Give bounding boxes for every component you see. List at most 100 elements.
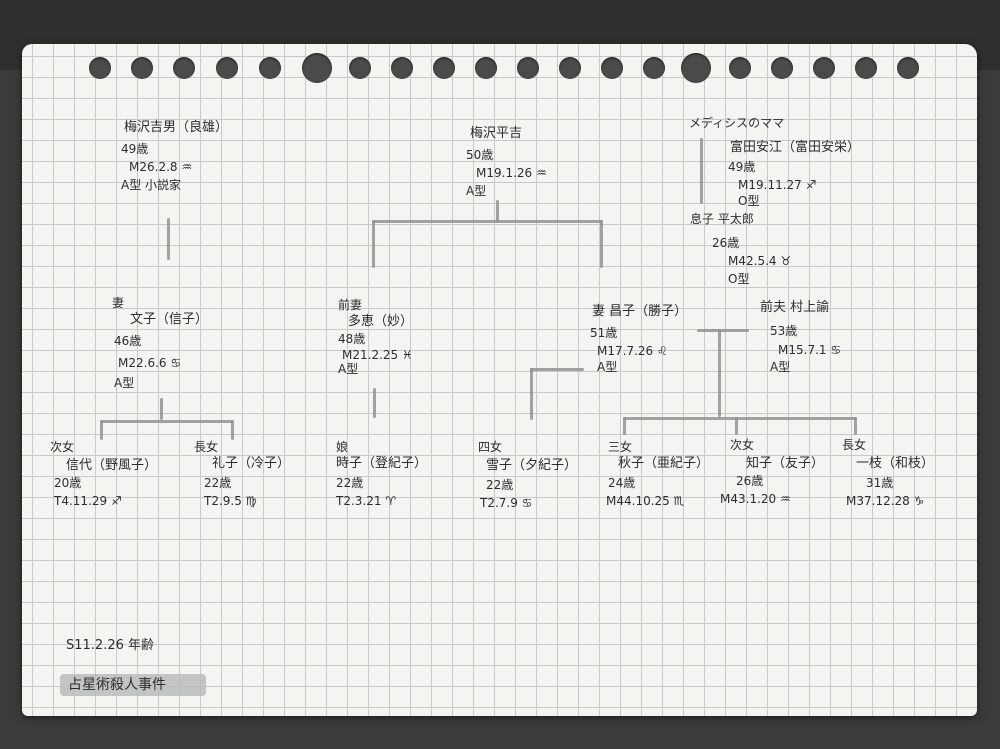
binder-hole — [433, 57, 455, 79]
binder-hole — [259, 57, 281, 79]
fumiko-name: 文子（信子） — [130, 312, 209, 327]
line-to-masako — [600, 220, 603, 268]
line-heikichi-spouses — [372, 220, 603, 223]
tae-label: 前妻 — [338, 298, 363, 312]
binder-hole — [559, 57, 581, 79]
child-birth: T2.3.21 ♈ — [336, 494, 397, 508]
binder-hole — [813, 57, 835, 79]
yoshio-birth: M26.2.8 ♒ — [129, 160, 193, 174]
child-label: 娘 — [336, 440, 349, 454]
binder-hole — [643, 57, 665, 79]
child-age: 24歳 — [608, 476, 636, 490]
tae-birth: M21.2.25 ♓ — [342, 348, 413, 362]
binder-hole — [517, 57, 539, 79]
binder-hole — [855, 57, 877, 79]
child-age: 20歳 — [54, 476, 82, 490]
mistress-name: 富田安江（富田安栄） — [730, 140, 861, 155]
mistress-label: メディシスのママ — [689, 116, 785, 130]
grid-paper-sheet — [22, 44, 977, 716]
tae-name: 多恵（妙） — [348, 314, 414, 329]
child-name: 信代（野風子） — [66, 458, 158, 473]
child-name: 時子（登紀子） — [336, 456, 428, 471]
tae-age: 48歳 — [338, 332, 366, 346]
binder-hole — [349, 57, 371, 79]
child-age: 31歳 — [866, 476, 894, 490]
binder-hole — [131, 57, 153, 79]
title-highlight — [60, 674, 206, 696]
line-to-nobuyo — [100, 420, 103, 440]
masako-label: 妻 昌子（勝子） — [592, 304, 688, 319]
line-yoshio-to-fumiko — [167, 218, 170, 260]
line-to-kazue — [854, 417, 857, 435]
tae-blood: A型 — [338, 362, 359, 376]
murakami-blood: A型 — [770, 360, 791, 374]
line-mistress-to-heitaro — [700, 138, 703, 204]
binder-hole — [89, 57, 111, 79]
heikichi-blood: A型 — [466, 184, 487, 198]
binder-hole — [771, 57, 793, 79]
binder-hole — [729, 57, 751, 79]
child-birth: T2.7.9 ♋ — [480, 496, 533, 510]
fumiko-label: 妻 — [112, 296, 125, 310]
heitaro-birth: M42.5.4 ♉ — [728, 254, 792, 268]
line-fumiko-children-bar — [100, 420, 233, 423]
child-label: 長女 — [194, 440, 219, 454]
murakami-age: 53歳 — [770, 324, 798, 338]
masako-birth: M17.7.26 ♌ — [597, 344, 668, 358]
fumiko-birth: M22.6.6 ♋ — [118, 356, 182, 370]
child-age: 22歳 — [204, 476, 232, 490]
fumiko-blood: A型 — [114, 376, 135, 390]
binder-hole — [391, 57, 413, 79]
binder-hole — [475, 57, 497, 79]
child-birth: T2.9.5 ♍ — [204, 494, 257, 508]
heitaro-age: 26歳 — [712, 236, 740, 250]
fumiko-age: 46歳 — [114, 334, 142, 348]
line-to-tomoko — [735, 417, 738, 435]
page-title: 占星術殺人事件 — [68, 677, 166, 693]
child-name: 礼子（冷子） — [212, 456, 291, 471]
heikichi-age: 50歳 — [466, 148, 494, 162]
line-fumiko-children — [160, 398, 163, 420]
child-name: 雪子（夕紀子） — [486, 458, 578, 473]
child-age: 22歳 — [336, 476, 364, 490]
line-masako-yukiko — [530, 368, 584, 371]
murakami-label: 前夫 村上諭 — [760, 300, 830, 315]
murakami-birth: M15.7.1 ♋ — [778, 343, 842, 357]
heikichi-birth: M19.1.26 ♒ — [476, 166, 547, 180]
heitaro-label: 息子 平太郎 — [690, 212, 754, 226]
child-label: 長女 — [842, 438, 867, 452]
line-murakami-children — [718, 329, 721, 417]
line-to-akiko — [623, 417, 626, 435]
binder-hole — [681, 53, 711, 83]
yoshio-blood-note: A型 小説家 — [121, 178, 182, 192]
child-label: 四女 — [478, 440, 503, 454]
child-label: 次女 — [730, 438, 755, 452]
binder-hole — [897, 57, 919, 79]
heitaro-blood: O型 — [728, 272, 750, 286]
line-murakami-children-bar — [623, 417, 857, 420]
child-label: 三女 — [608, 440, 633, 454]
heikichi-name: 梅沢平吉 — [470, 126, 523, 141]
child-birth: M44.10.25 ♏ — [606, 494, 685, 508]
line-to-yukiko — [530, 368, 533, 420]
yoshio-age: 49歳 — [121, 142, 149, 156]
child-name: 知子（友子） — [746, 456, 825, 471]
line-to-tokiko — [373, 388, 376, 418]
child-name: 一枝（和枝） — [856, 456, 935, 471]
masako-age: 51歳 — [590, 326, 618, 340]
binder-hole — [302, 53, 332, 83]
mistress-blood: O型 — [738, 194, 760, 208]
binder-hole — [173, 57, 195, 79]
masako-blood: A型 — [597, 360, 618, 374]
mistress-birth: M19.11.27 ♐ — [738, 178, 817, 192]
child-label: 次女 — [50, 440, 75, 454]
child-birth: M43.1.20 ♒ — [720, 492, 791, 506]
child-name: 秋子（亜紀子） — [618, 456, 710, 471]
line-masako-murakami — [697, 329, 749, 332]
date-line: S11.2.26 年齢 — [66, 638, 155, 653]
binder-hole — [216, 57, 238, 79]
line-to-tae — [372, 220, 375, 268]
binder-hole — [601, 57, 623, 79]
child-birth: M37.12.28 ♑ — [846, 494, 925, 508]
child-birth: T4.11.29 ♐ — [54, 494, 122, 508]
